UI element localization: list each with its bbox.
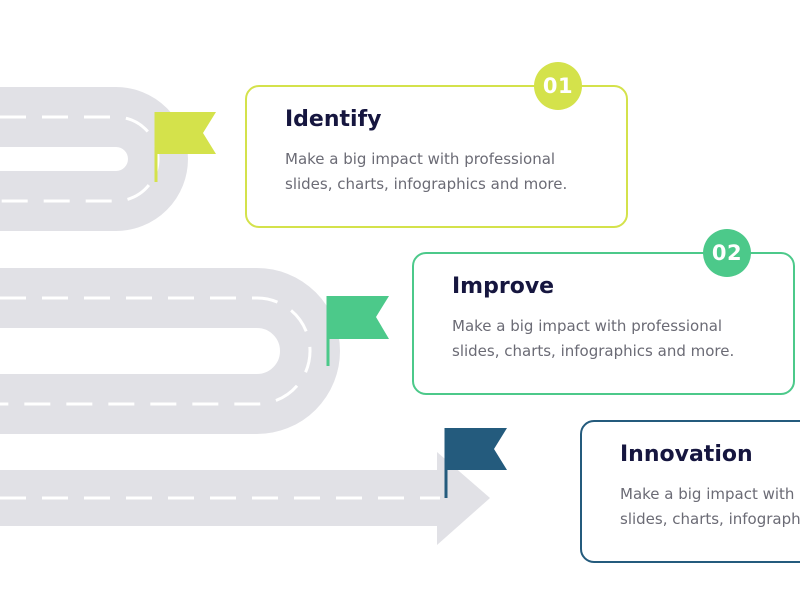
road-segment-top (0, 87, 188, 231)
step-card-innovation-clip: Innovation Make a big impact with profes… (580, 420, 800, 564)
step-description: Make a big impact with professional slid… (285, 150, 568, 193)
lane-marking-middle (0, 296, 312, 406)
flag-icon-step3 (444, 428, 507, 498)
step-card-innovation: Innovation Make a big impact with profes… (580, 420, 800, 563)
flag-icon-step2 (326, 296, 389, 366)
flag-icon-step1 (154, 112, 216, 182)
step-title: Identify (285, 107, 382, 132)
step-card-identify: 01 Identify Make a big impact with profe… (245, 62, 628, 228)
step-description: Make a big impact with professional slid… (452, 317, 735, 360)
step-description: Make a big impact with professional slid… (620, 485, 800, 528)
step-number-badge: 01 (534, 62, 582, 110)
step-card-improve: 02 Improve Make a big impact with profes… (412, 229, 795, 395)
lane-marking-top (0, 115, 160, 203)
road-segment-middle (0, 268, 340, 434)
step-number-badge: 02 (703, 229, 751, 277)
step-title: Improve (452, 274, 555, 299)
step-title: Innovation (620, 442, 753, 467)
road-arrow-head (437, 452, 490, 545)
